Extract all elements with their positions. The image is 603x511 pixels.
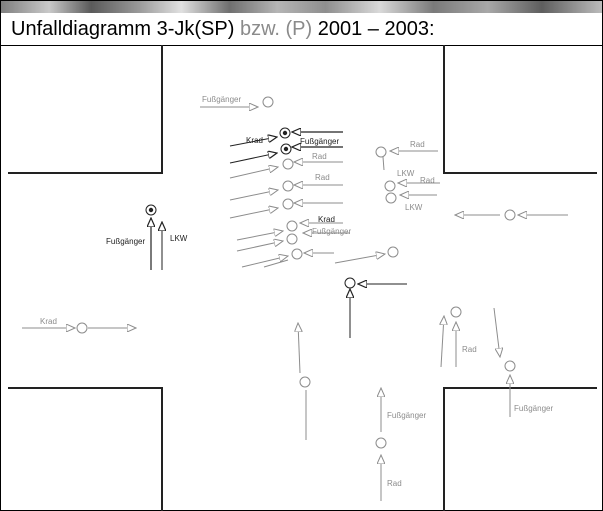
diagram-title: Unfalldiagramm 3-Jk(SP) bzw. (P) 2001 – …	[11, 18, 435, 41]
label-rad-right-mid: Rad	[462, 345, 477, 354]
accident-diagram: Fußgänger Krad Fußgänger Rad Rad Krad	[0, 45, 603, 511]
label-fussgaenger-mid: Fußgänger	[312, 227, 351, 236]
label-krad-1: Krad	[246, 136, 263, 145]
label-krad-left: Krad	[40, 317, 57, 326]
bottom-center-group: Fußgänger Rad	[376, 388, 426, 501]
road-corner-top-left	[8, 45, 162, 173]
road-edges	[8, 45, 597, 511]
label-lkw-a: LKW	[397, 169, 415, 178]
label-rad-d: Rad	[420, 176, 435, 185]
center-northbound	[335, 247, 407, 338]
label-fussgaenger-bold: Fußgänger	[300, 137, 339, 146]
lower-central-group: Krad Fußgänger	[237, 215, 351, 267]
center-southbound	[298, 323, 310, 440]
road-corner-top-right	[444, 45, 597, 173]
left-krad-group: Krad	[22, 317, 136, 333]
title-main: Unfalldiagramm 3-Jk(SP)	[11, 18, 234, 40]
title-variant: bzw. (P)	[234, 18, 312, 40]
title-years: 2001 – 2003:	[312, 18, 434, 40]
right-rad-lkw-group: Rad LKW Rad LKW	[376, 140, 568, 220]
title-bar: Unfalldiagramm 3-Jk(SP) bzw. (P) 2001 – …	[1, 13, 602, 46]
label-rad-bottom: Rad	[387, 479, 402, 488]
label-lkw-b: LKW	[405, 203, 423, 212]
label-fussgaenger-left: Fußgänger	[106, 237, 145, 246]
label-lkw-left: LKW	[170, 234, 188, 243]
label-fussgaenger-topleft: Fußgänger	[202, 95, 241, 104]
label-rad-c: Rad	[410, 140, 425, 149]
photo-strip	[1, 1, 602, 13]
label-rad-a: Rad	[312, 152, 327, 161]
pedestrian-top-left: Fußgänger	[200, 95, 273, 107]
westbound-bundle: Krad Fußgänger Rad Rad	[230, 128, 343, 218]
right-vertical-group: Rad Fußgänger	[441, 307, 553, 417]
label-krad-2: Krad	[318, 215, 335, 224]
road-corner-bottom-left	[8, 388, 162, 511]
left-pedestrian-lkw-group: Fußgänger LKW	[106, 205, 188, 270]
label-fussgaenger-bottom-right: Fußgänger	[514, 404, 553, 413]
label-fussgaenger-bottom-mid: Fußgänger	[387, 411, 426, 420]
label-rad-b: Rad	[315, 173, 330, 182]
